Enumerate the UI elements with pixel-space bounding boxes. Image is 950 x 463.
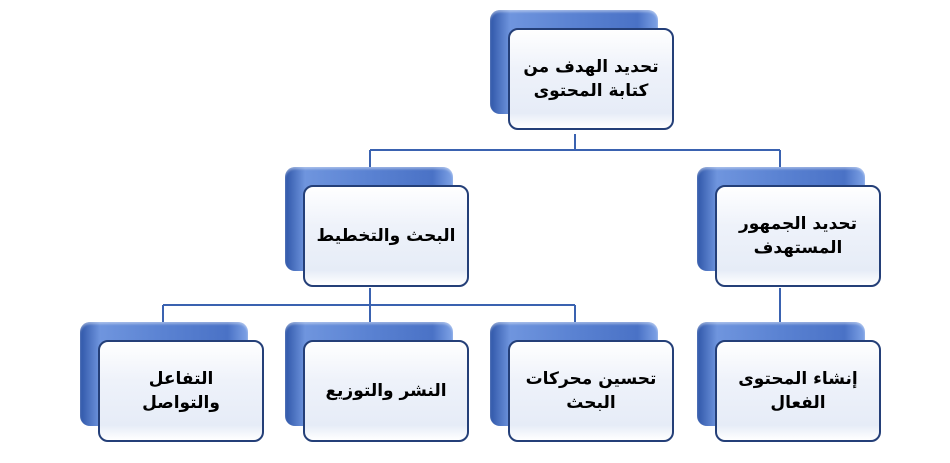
node-box: تحسين محركات البحث bbox=[508, 340, 674, 442]
node-effective-content[interactable]: إنشاء المحتوى الفعال bbox=[697, 322, 885, 446]
node-label: البحث والتخطيط bbox=[316, 226, 456, 246]
node-box: إنشاء المحتوى الفعال bbox=[715, 340, 881, 442]
connector-research bbox=[162, 288, 576, 322]
node-root[interactable]: تحديد الهدف من كتابة المحتوى bbox=[490, 10, 678, 134]
node-target-audience[interactable]: تحديد الجمهور المستهدف bbox=[697, 167, 885, 291]
node-label: إنشاء المحتوى الفعال bbox=[738, 369, 858, 413]
node-research-planning[interactable]: البحث والتخطيط bbox=[285, 167, 473, 291]
node-box: تحديد الهدف من كتابة المحتوى bbox=[508, 28, 674, 130]
connector-root bbox=[369, 134, 781, 167]
node-publishing[interactable]: النشر والتوزيع bbox=[285, 322, 473, 446]
node-box: تحديد الجمهور المستهدف bbox=[715, 185, 881, 287]
node-seo[interactable]: تحسين محركات البحث bbox=[490, 322, 678, 446]
node-label: تحديد الهدف من كتابة المحتوى bbox=[523, 57, 659, 101]
node-box: النشر والتوزيع bbox=[303, 340, 469, 442]
node-label: تحديد الجمهور المستهدف bbox=[738, 214, 858, 258]
node-engagement[interactable]: التفاعل والتواصل bbox=[80, 322, 268, 446]
node-label: النشر والتوزيع bbox=[325, 381, 447, 401]
node-label: التفاعل والتواصل bbox=[142, 369, 220, 413]
node-box: التفاعل والتواصل bbox=[98, 340, 264, 442]
node-label: تحسين محركات البحث bbox=[525, 369, 657, 413]
node-box: البحث والتخطيط bbox=[303, 185, 469, 287]
